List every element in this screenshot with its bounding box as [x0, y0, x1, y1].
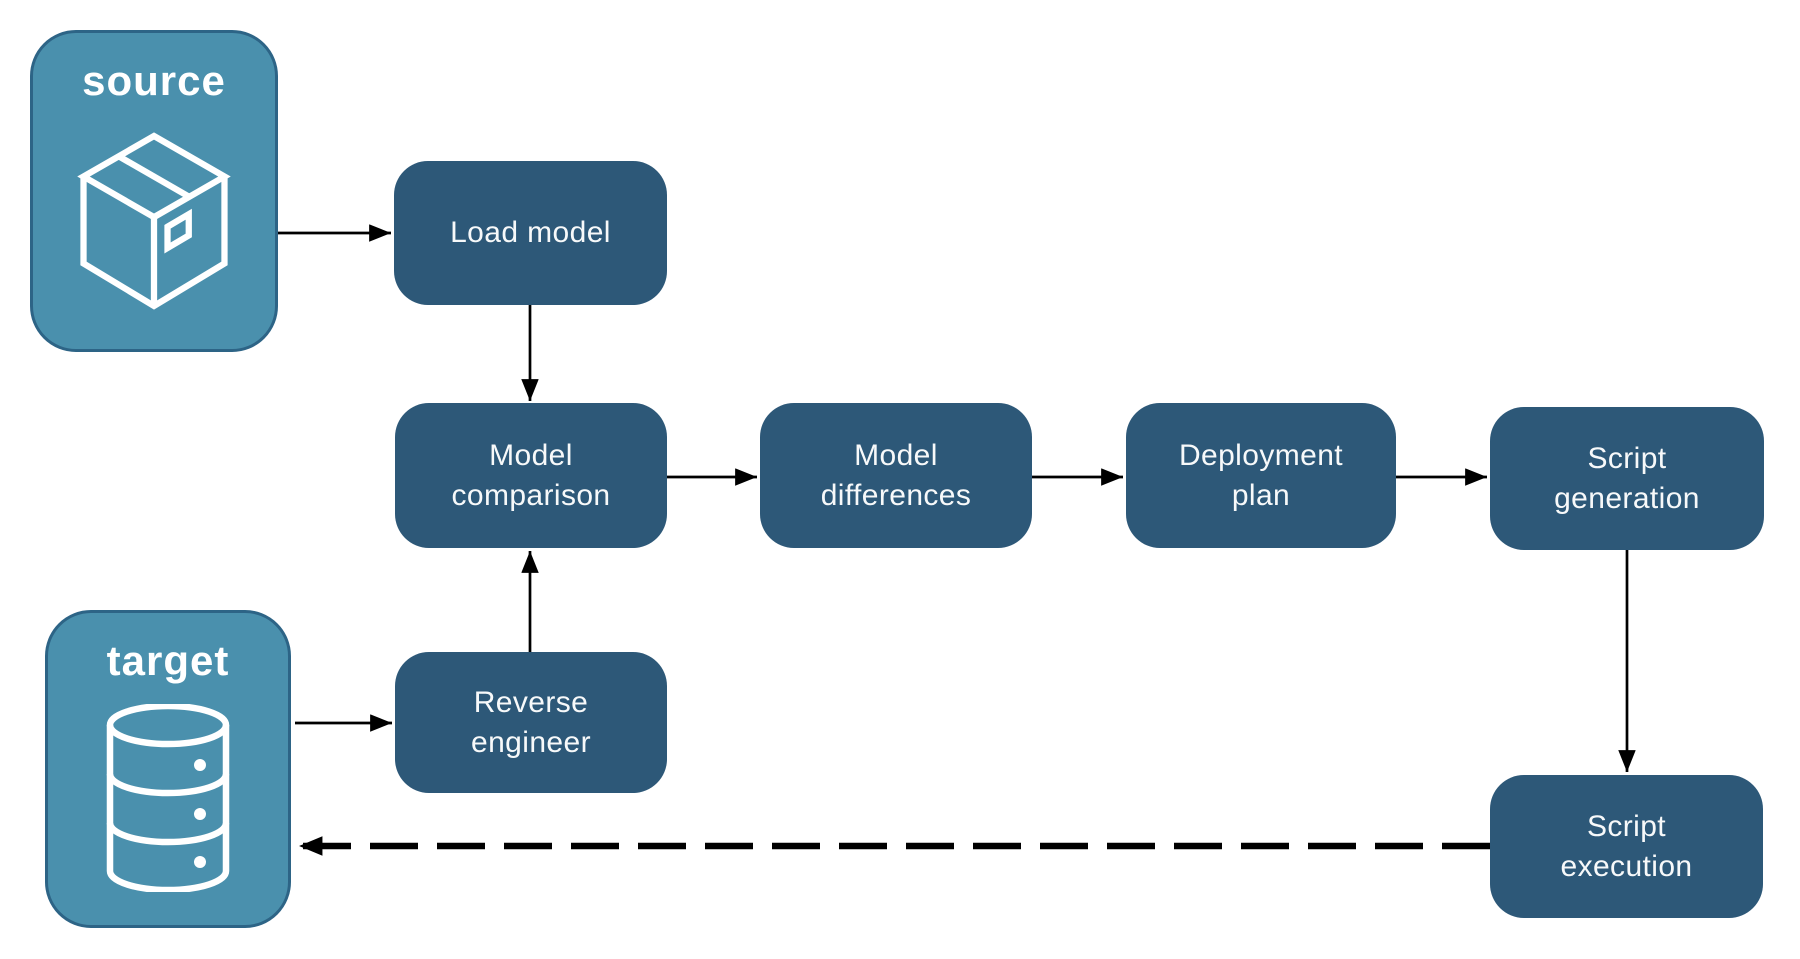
node-deployment-plan: Deployment plan	[1126, 403, 1396, 548]
node-model-differences: Model differences	[760, 403, 1032, 548]
target-endpoint: target	[45, 610, 291, 928]
target-label: target	[106, 637, 230, 684]
database-icon	[94, 685, 242, 925]
node-model-comparison: Model comparison	[395, 403, 667, 548]
node-script-execution: Script execution	[1490, 775, 1763, 918]
package-icon	[70, 105, 238, 349]
source-endpoint: source	[30, 30, 278, 352]
node-reverse-engineer: Reverse engineer	[395, 652, 667, 793]
node-load-model: Load model	[394, 161, 667, 305]
node-script-generation: Script generation	[1490, 407, 1764, 550]
source-label: source	[82, 57, 226, 104]
